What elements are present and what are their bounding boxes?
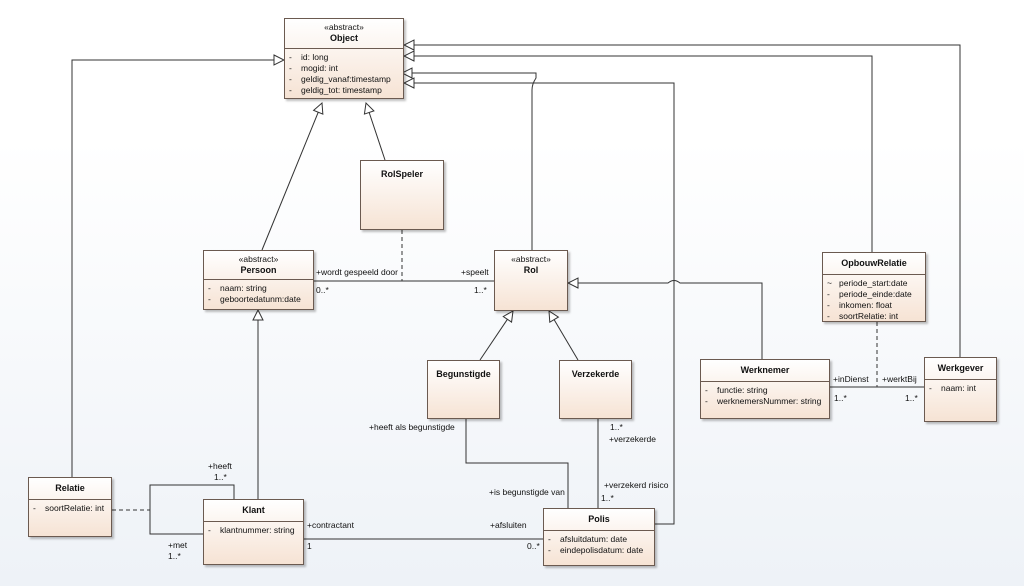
persoon-attr: -geboortedatunm:date (208, 294, 301, 304)
multiplicity-werknemer: 1..* (834, 393, 847, 403)
werknemer-class[interactable]: Werknemer -functie: string -werknemersNu… (700, 359, 830, 419)
multiplicity-klant: 1 (307, 541, 312, 551)
role-label-is-begunstigde-van: +is begunstigde van (489, 487, 565, 497)
object-attr: -geldig_vanaf:timestamp (289, 74, 391, 84)
rol-class[interactable]: «abstract»Rol (494, 250, 568, 311)
persoon-stereotype: «abstract» (238, 254, 279, 264)
rol-name: Rol (523, 265, 539, 275)
werknemer-attr: -functie: string (705, 385, 768, 395)
werkgever-name: Werkgever (937, 363, 984, 373)
object-class[interactable]: «abstract»Object -id: long -mogid: int -… (284, 18, 404, 99)
role-label-wordt-gespeeld: +wordt gespeeld door (316, 267, 398, 277)
opbouwrelatie-class[interactable]: OpbouwRelatie ~periode_start:date -perio… (822, 252, 926, 322)
opbouwrelatie-attr: -periode_einde:date (827, 289, 912, 299)
multiplicity-rol: 1..* (474, 285, 487, 295)
gen-rolspeler-object (366, 103, 386, 161)
werknemer-name: Werknemer (740, 365, 790, 375)
begunstigde-class[interactable]: Begunstigde (427, 360, 500, 419)
polis-name: Polis (588, 514, 610, 524)
opbouwrelatie-attr: -soortRelatie: int (827, 311, 899, 321)
object-stereotype: «abstract» (324, 22, 364, 32)
role-label-verzekerde: +verzekerde (609, 434, 657, 444)
gen-opbouw-object (404, 56, 873, 252)
klant-class[interactable]: Klant -klantnummer: string (203, 499, 304, 565)
role-label-afsluiten: +afsluiten (490, 520, 527, 530)
relatie-class[interactable]: Relatie -soortRelatie: int (28, 477, 112, 537)
role-label-speelt: +speelt (461, 267, 489, 277)
begunstigde-name: Begunstigde (436, 369, 491, 379)
relatie-name: Relatie (55, 483, 85, 493)
werknemer-attr: -werknemersNummer: string (705, 396, 822, 406)
object-attr: -geldig_tot: timestamp (289, 85, 382, 95)
rol-stereotype: «abstract» (511, 254, 551, 264)
role-label-heeft-als-begunstigde: +heeft als begunstigde (369, 422, 455, 432)
polis-attr: -afsluitdatum: date (548, 534, 628, 544)
object-attr: -id: long (289, 52, 329, 62)
polis-class[interactable]: Polis -afsluitdatum: date -eindepolisdat… (543, 508, 655, 566)
assoc-begunstigde-polis (465, 419, 569, 508)
werkgever-class[interactable]: Werkgever -naam: int (924, 357, 997, 422)
relatie-attr: -soortRelatie: int (33, 503, 105, 513)
object-name: Object (329, 33, 358, 43)
polis-attr: -eindepolisdatum: date (548, 545, 644, 555)
multiplicity-persoon: 0..* (316, 285, 329, 295)
klant-attr: -klantnummer: string (208, 525, 295, 535)
opbouwrelatie-name: OpbouwRelatie (841, 258, 907, 268)
role-label-met: +met (168, 540, 188, 550)
role-label-heeft: +heeft (208, 461, 232, 471)
gen-werkgever-object (404, 45, 961, 357)
multiplicity-werkgever: 1..* (905, 393, 918, 403)
gen-relatie-object (71, 60, 284, 477)
gen-polis-object (404, 83, 675, 525)
role-label-verzekerd-risico: +verzekerd risico (604, 480, 669, 490)
klant-name: Klant (242, 505, 265, 515)
multiplicity-verzekerde: 1..* (610, 422, 623, 432)
persoon-class[interactable]: «abstract»Persoon -naam: string -geboort… (203, 250, 314, 310)
werkgever-attr: -naam: int (929, 383, 976, 393)
multiplicity-polis: 0..* (527, 541, 540, 551)
gen-persoon-object (261, 103, 322, 251)
assoc-klant-self (149, 484, 235, 535)
multiplicity-met: 1..* (168, 551, 181, 561)
multiplicity-polis-top: 1..* (601, 493, 614, 503)
verzekerde-class[interactable]: Verzekerde (559, 360, 632, 419)
verzekerde-name: Verzekerde (571, 369, 620, 379)
rolspeler-name: RolSpeler (380, 169, 423, 179)
object-attr: -mogid: int (289, 63, 338, 73)
role-label-werktbij: +werktBij (882, 374, 917, 384)
role-label-indienst: +inDienst (833, 374, 869, 384)
opbouwrelatie-attr: -inkomen: float (827, 300, 892, 310)
role-label-contractant: +contractant (307, 520, 355, 530)
gen-werknemer-rol (568, 281, 763, 359)
multiplicity-heeft: 1..* (214, 472, 227, 482)
persoon-name: Persoon (240, 265, 277, 275)
persoon-attr: -naam: string (208, 283, 267, 293)
rolspeler-class[interactable]: RolSpeler (360, 160, 444, 230)
opbouwrelatie-attr: ~periode_start:date (827, 278, 908, 288)
gen-begunstigde-rol (479, 311, 513, 361)
gen-verzekerde-rol (549, 311, 579, 361)
